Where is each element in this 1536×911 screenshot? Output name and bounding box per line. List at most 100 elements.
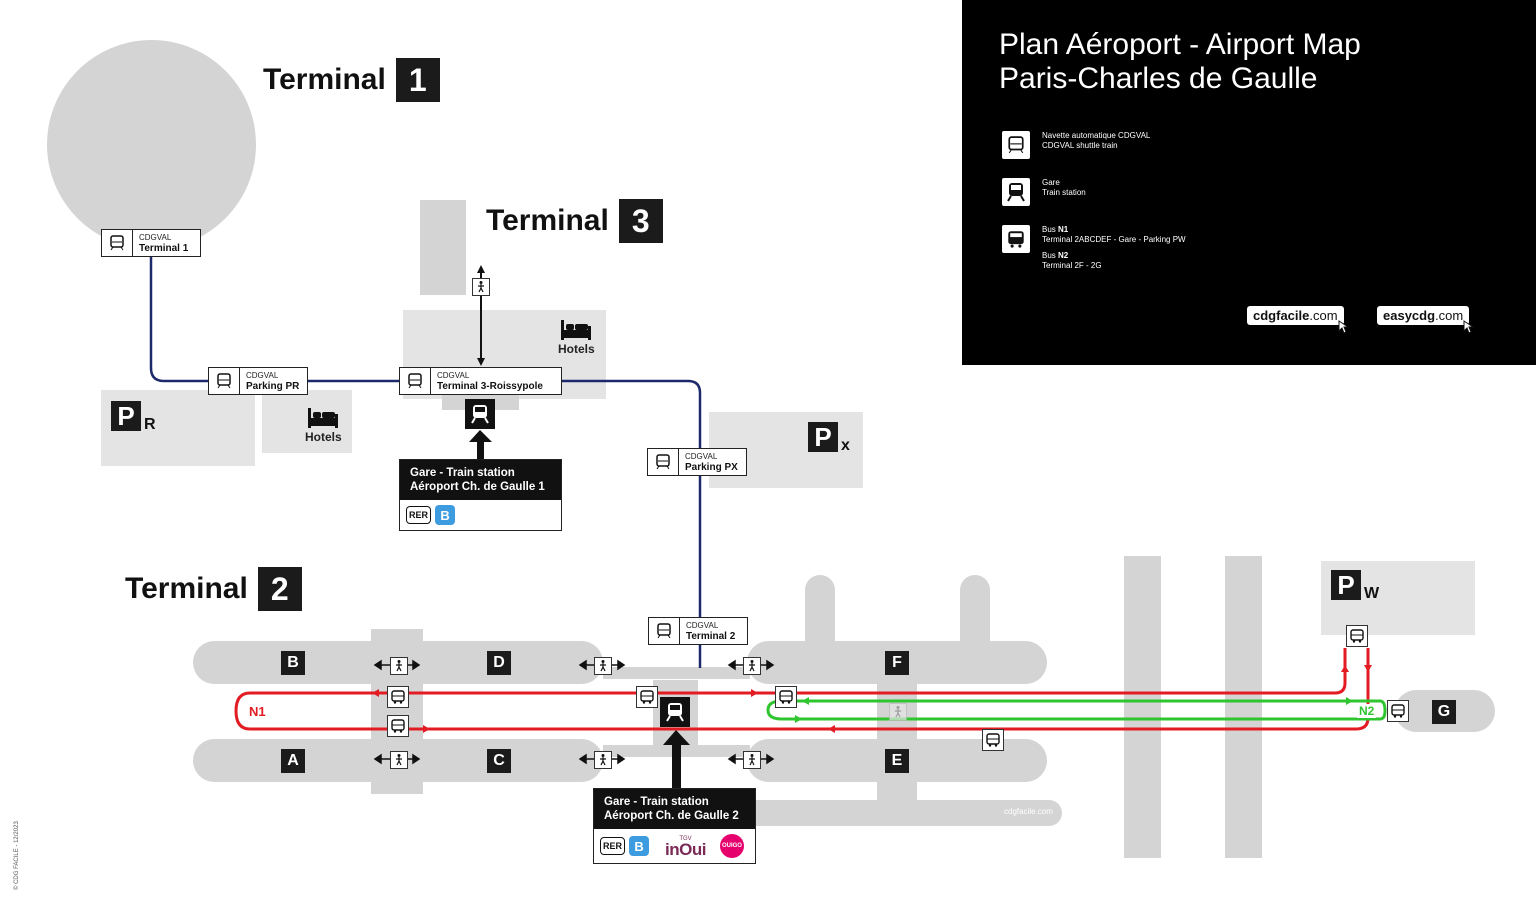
pier-f2 xyxy=(960,575,990,645)
bus-icon[interactable] xyxy=(387,715,409,737)
station-cdg1-callout[interactable]: Gare - Train station Aéroport Ch. de Gau… xyxy=(399,459,562,531)
rer-b-logo: B xyxy=(435,505,456,525)
map-title-line1: Plan Aéroport - Airport Map xyxy=(999,28,1361,61)
link-top xyxy=(603,667,750,679)
stop-name: Terminal 1 xyxy=(139,242,189,254)
inoui-text: inOui xyxy=(665,839,706,859)
legend-row-bus: Bus N1 Terminal 2ABCDEF - Gare - Parking… xyxy=(1002,225,1186,271)
stop-name: Parking PX xyxy=(685,461,738,473)
terminal-3-building xyxy=(420,200,466,295)
walk-icon xyxy=(743,751,761,769)
gate-g[interactable]: G xyxy=(1432,700,1456,724)
gate-e[interactable]: E xyxy=(885,749,909,773)
bus-icon[interactable] xyxy=(636,686,658,708)
site-link-cdgfacile[interactable]: cdgfacile.com xyxy=(1247,306,1350,334)
terminal-2-title: Terminal 2 xyxy=(125,567,302,611)
legend-bus-n1-code: N1 xyxy=(1058,225,1069,234)
hotels-roissypole[interactable]: Hotels xyxy=(558,318,595,356)
hotels-parking-pr[interactable]: Hotels xyxy=(305,406,342,444)
legend-cdgval-en: CDGVAL shuttle train xyxy=(1042,141,1118,150)
legend-gare-en: Train station xyxy=(1042,188,1086,197)
bus-icon xyxy=(1002,225,1030,253)
bus-icon[interactable] xyxy=(387,686,409,708)
copyright: © CDG FACILE - 12/2023 xyxy=(14,821,20,890)
rer-logo: RER xyxy=(406,506,432,524)
bus-icon[interactable] xyxy=(775,686,797,708)
map-watermark: cdgfacile.com xyxy=(1004,807,1053,816)
gate-f[interactable]: F xyxy=(885,651,909,675)
station-label: Gare - Train station xyxy=(410,467,515,479)
legend-cdgval-fr: Navette automatique CDGVAL xyxy=(1042,131,1151,140)
road-1 xyxy=(1124,556,1161,858)
bottom-road xyxy=(740,800,1062,826)
stop-prefix: CDGVAL xyxy=(139,232,172,242)
parking-letter: W xyxy=(1364,585,1380,602)
site-link-easycdg[interactable]: easycdg.com xyxy=(1377,306,1475,334)
parking-letter: R xyxy=(144,416,156,433)
bus-icon[interactable] xyxy=(1346,625,1368,647)
legend-bus-n2-code: N2 xyxy=(1058,251,1069,260)
parking-icon: P xyxy=(808,422,838,452)
walk-icon-faded xyxy=(889,703,907,721)
legend-bus-n2-label: Bus xyxy=(1042,251,1056,260)
walk-icon xyxy=(594,751,612,769)
walk-icon xyxy=(472,278,490,296)
rer-logo: RER xyxy=(600,837,626,855)
shuttle-train-icon xyxy=(649,618,680,644)
hotels-label: Hotels xyxy=(305,430,342,444)
terminal-1-building xyxy=(47,40,256,249)
parking-pr[interactable]: P R xyxy=(111,401,156,433)
stop-prefix: CDGVAL xyxy=(246,370,279,380)
bus-n1-label: N1 xyxy=(247,704,268,719)
ouigo-logo: OUIGO xyxy=(719,834,744,858)
stop-prefix: CDGVAL xyxy=(437,370,470,380)
legend-panel: Plan Aéroport - Airport Map Paris-Charle… xyxy=(962,0,1536,365)
bus-icon[interactable] xyxy=(982,729,1004,751)
map-title: Plan Aéroport - Airport Map Paris-Charle… xyxy=(999,28,1361,96)
station-cdg2-callout[interactable]: Gare - Train station Aéroport Ch. de Gau… xyxy=(593,788,756,864)
site-tld: .com xyxy=(1309,308,1338,323)
stop-prefix: CDGVAL xyxy=(686,620,719,630)
shuttle-train-icon xyxy=(1002,131,1030,159)
shuttle-train-icon xyxy=(209,368,240,394)
station-name: Aéroport Ch. de Gaulle 1 xyxy=(410,481,545,493)
parking-px[interactable]: P x xyxy=(808,422,850,454)
terminal-1-number: 1 xyxy=(395,58,440,102)
terminal-3-title: Terminal 3 xyxy=(486,199,663,243)
tgv-text: TGV xyxy=(679,835,692,842)
train-station-icon-cdg2[interactable] xyxy=(660,697,690,727)
rer-b-logo: B xyxy=(629,836,650,856)
parking-pw[interactable]: P W xyxy=(1331,570,1380,602)
terminal-1-title: Terminal 1 xyxy=(263,58,440,102)
gate-a[interactable]: A xyxy=(281,749,305,773)
stop-name: Terminal 3-Roissypole xyxy=(437,380,543,392)
cursor-icon xyxy=(1463,320,1475,334)
shuttle-train-icon xyxy=(102,230,133,256)
train-station-icon xyxy=(1002,178,1030,206)
site-tld: .com xyxy=(1435,308,1464,323)
gate-c[interactable]: C xyxy=(487,749,511,773)
bus-n2-label: N2 xyxy=(1357,704,1377,718)
station-label: Gare - Train station xyxy=(604,796,709,808)
tgv-inoui-logo: TGV inOui xyxy=(665,835,706,859)
gate-d[interactable]: D xyxy=(487,651,511,675)
legend-bus-n1-desc: Terminal 2ABCDEF - Gare - Parking PW xyxy=(1042,235,1186,244)
cursor-icon xyxy=(1338,320,1350,334)
bus-icon[interactable] xyxy=(1387,700,1409,722)
terminal-1-label: Terminal xyxy=(263,63,386,96)
terminal-2-number: 2 xyxy=(257,567,302,611)
train-station-icon-cdg1[interactable] xyxy=(465,399,495,429)
parking-letter: x xyxy=(841,437,850,454)
bus-n2-line xyxy=(766,699,1387,721)
bed-icon xyxy=(308,408,339,428)
station-name: Aéroport Ch. de Gaulle 2 xyxy=(604,810,739,822)
gate-b[interactable]: B xyxy=(281,651,305,675)
pier-f1 xyxy=(805,575,835,645)
